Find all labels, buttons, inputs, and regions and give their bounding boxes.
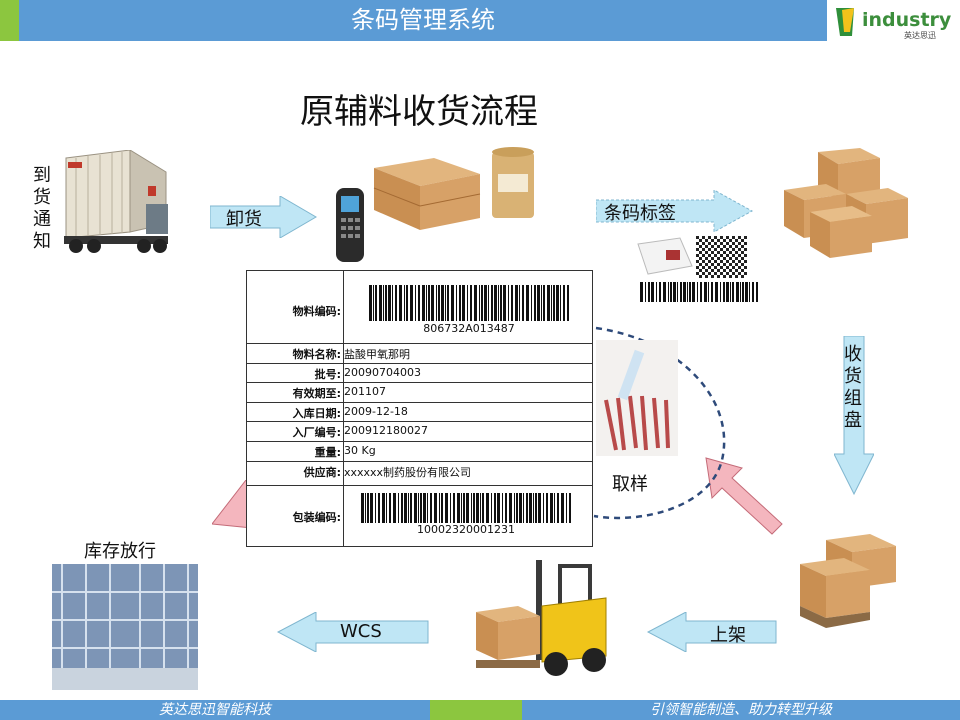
slide-title: 原辅料收货流程 — [300, 92, 538, 132]
red-return-arrow — [705, 457, 783, 535]
header-title: 条码管理系统 — [351, 6, 495, 34]
package-code-value: 10002320001231 — [417, 523, 515, 536]
footer-company: 英达思迅智能科技 — [159, 702, 271, 718]
card-row-divider — [247, 460, 592, 462]
label-sampling: 取样 — [612, 474, 648, 495]
header-bar — [19, 0, 827, 41]
card-row-divider — [247, 382, 592, 384]
shelving-arrow — [646, 612, 777, 652]
footer-slogan: 引领智能制造、助力转型升级 — [650, 702, 832, 718]
warehouse-image — [52, 564, 198, 690]
card-row-key: 重量: — [314, 446, 341, 459]
footer-accent — [430, 700, 522, 720]
cartons-icon — [373, 158, 481, 230]
card-row-divider — [247, 343, 592, 344]
barcode-label-arrow — [596, 190, 754, 232]
material-barcode — [369, 285, 569, 321]
card-row-divider — [247, 362, 592, 364]
material-code-value: 806732A013487 — [423, 322, 515, 335]
label-shelving: 上架 — [710, 625, 746, 646]
card-row-value: 201107 — [344, 385, 386, 399]
label-barcode-label: 条码标签 — [604, 203, 676, 224]
qr-code-icon — [696, 236, 747, 278]
logo-wordmark: industry — [862, 9, 952, 31]
card-row-key: 供应商: — [303, 465, 341, 479]
card-row-value: xxxxxx制药股份有限公司 — [344, 465, 472, 479]
card-row-key: 入库日期: — [292, 406, 341, 420]
tag-label-icon — [637, 237, 693, 275]
card-row-value: 盐酸甲氧那明 — [344, 348, 410, 361]
label-wcs: WCS — [340, 621, 382, 642]
label-stock-release: 库存放行 — [84, 541, 156, 562]
barcode-strip-icon — [640, 282, 758, 302]
footer-bar-left — [0, 700, 430, 720]
label-arrival-notice: 到货通知 — [33, 165, 51, 252]
sample-tubes-image — [596, 340, 678, 456]
card-row-value: 2009-12-18 — [344, 404, 408, 418]
card-row-value: 20090704003 — [344, 365, 421, 379]
unload-arrow — [210, 196, 317, 238]
receive-pallet-arrow — [834, 336, 874, 496]
logo-subtitle: 英达思迅 — [904, 31, 936, 40]
package-barcode — [361, 493, 571, 523]
stacked-cartons-icon — [784, 148, 908, 258]
card-row-value: 30 Kg — [344, 444, 376, 457]
material-label-card: 物料编码: 806732A013487 物料名称:盐酸甲氧那明批号:200907… — [246, 270, 593, 547]
footer-bar-right — [522, 700, 960, 720]
card-row-key: 物料名称: — [292, 348, 341, 361]
label-unload: 卸货 — [226, 209, 262, 230]
card-row-key: 有效期至: — [292, 387, 341, 401]
industry-logo — [832, 2, 958, 40]
forklift-icon — [476, 560, 607, 676]
label-receive-pallet: 收货组盘 — [844, 344, 862, 431]
card-row-value: 200912180027 — [344, 424, 428, 438]
wcs-arrow — [276, 612, 429, 652]
pallet-cartons-icon — [800, 534, 896, 628]
handheld-scanner-icon — [336, 188, 364, 262]
material-code-key: 物料编码: — [292, 305, 341, 318]
header-accent — [0, 0, 19, 41]
card-row-divider — [247, 441, 592, 442]
card-row-divider — [247, 421, 592, 423]
drum-icon — [492, 147, 534, 218]
truck-icon — [64, 150, 168, 253]
card-row-divider — [247, 401, 592, 403]
card-row-key: 入厂编号: — [292, 426, 341, 440]
package-code-key: 包装编码: — [292, 511, 341, 524]
card-row-key: 批号: — [314, 367, 341, 381]
